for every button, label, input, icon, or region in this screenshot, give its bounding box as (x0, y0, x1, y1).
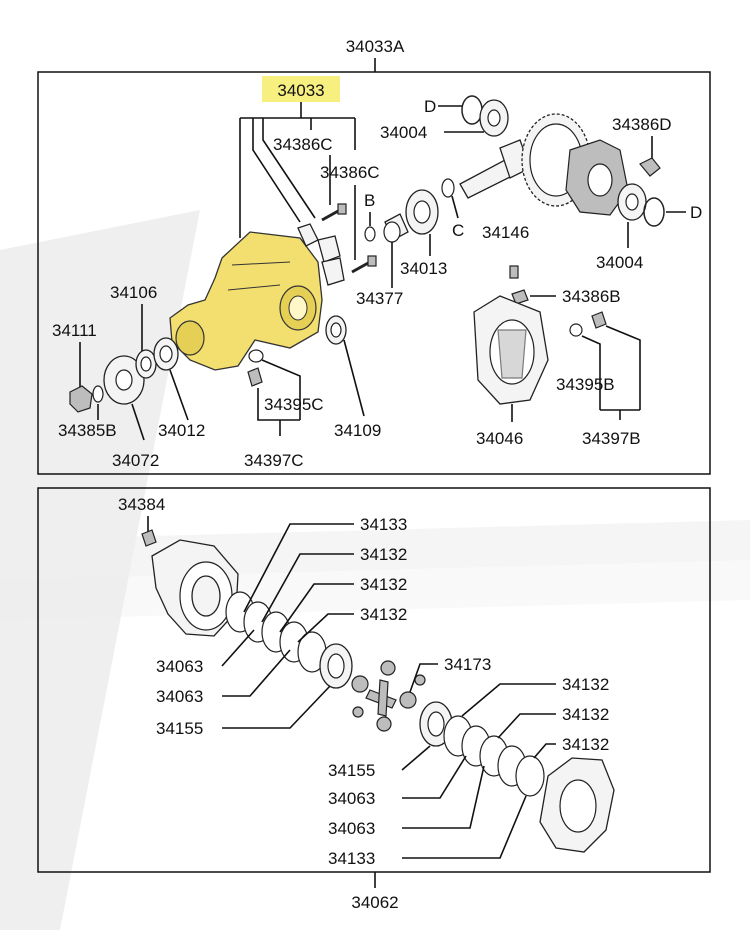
label-34146: 34146 (482, 223, 529, 242)
pinion-spider-34173 (351, 660, 426, 732)
label-34072: 34072 (112, 451, 159, 470)
breather-34146 (509, 265, 519, 279)
label-34063-b: 34063 (156, 687, 203, 706)
label-34155-a: 34155 (156, 719, 203, 738)
bolt-34386c-lower (351, 255, 377, 274)
oil-seal-34106 (135, 349, 157, 379)
assembly-bottom-label: 34062 (351, 893, 398, 912)
oil-seal-34109 (325, 315, 347, 345)
bolt-34386d (639, 157, 661, 177)
washer-c (441, 178, 455, 198)
label-34132-b: 34132 (360, 575, 407, 594)
spacer-34377 (383, 213, 409, 243)
label-34377: 34377 (356, 289, 403, 308)
label-34063-a: 34063 (156, 657, 203, 676)
assembly-top-label: 34033A (346, 37, 405, 56)
clutch-stack-upper (225, 591, 327, 673)
label-34012: 34012 (158, 421, 205, 440)
label-34013: 34013 (400, 259, 447, 278)
washer-34395c (248, 349, 264, 363)
mount-bracket-2 (317, 235, 341, 263)
label-34106: 34106 (110, 283, 157, 302)
plug-34397c (247, 367, 263, 387)
label-34109: 34109 (334, 421, 381, 440)
label-34133-lower: 34133 (328, 849, 375, 868)
highlight-label: 34033 (277, 81, 324, 100)
label-34173: 34173 (444, 655, 491, 674)
rear-cover-34046 (473, 295, 549, 405)
bottom-panel: 34062 34384 (37, 487, 711, 912)
washer-34385b (92, 385, 104, 403)
label-34132-f: 34132 (562, 735, 609, 754)
nut-34111 (69, 385, 93, 413)
clutch-stack-lower (443, 715, 545, 797)
label-34386c-1: 34386C (273, 135, 333, 154)
bolt-34386c-upper (321, 203, 347, 222)
top-panel: 34033A 34033 34386C 34386C (37, 37, 711, 475)
top-panel-frame (37, 71, 711, 475)
label-34386b: 34386B (562, 287, 621, 306)
bolt-34384 (141, 529, 157, 547)
label-d-2: D (690, 203, 702, 222)
label-34386c-2: 34386C (320, 163, 380, 182)
label-34397c: 34397C (244, 451, 304, 470)
pressure-ring-34155-lower (419, 701, 453, 747)
label-34132-d: 34132 (562, 675, 609, 694)
washer-b (364, 226, 376, 242)
label-34385b: 34385B (58, 421, 117, 440)
label-34132-c: 34132 (360, 605, 407, 624)
diff-case-right (539, 757, 615, 853)
bearing-34013 (405, 189, 439, 235)
label-34004-upper: 34004 (380, 123, 427, 142)
label-34132-e: 34132 (562, 705, 609, 724)
label-34386d: 34386D (612, 115, 672, 134)
bearing-34004-upper (479, 99, 509, 137)
label-34046: 34046 (476, 429, 523, 448)
highlight-box (262, 76, 340, 102)
label-34063-d: 34063 (328, 819, 375, 838)
washer-34395b (569, 323, 583, 337)
snap-ring-d-1 (461, 95, 483, 125)
label-34111: 34111 (52, 321, 97, 340)
differential-carrier-housing (169, 231, 323, 371)
label-34132-a: 34132 (360, 545, 407, 564)
bolt-34386b (511, 289, 529, 305)
ring-gear-and-case (521, 113, 629, 216)
label-b: B (364, 191, 375, 210)
bearing-34012 (153, 337, 179, 371)
mount-bracket-3 (321, 257, 345, 286)
label-d-1: D (424, 97, 436, 116)
diff-case-left (151, 539, 239, 637)
label-34397b: 34397B (582, 429, 641, 448)
label-34004-lower: 34004 (596, 253, 643, 272)
label-34395b: 34395B (556, 375, 615, 394)
snap-ring-d-2 (643, 197, 665, 227)
pressure-ring-34155-upper (319, 643, 353, 689)
label-34155-b: 34155 (328, 761, 375, 780)
bottom-panel-frame (37, 487, 711, 873)
label-34384: 34384 (118, 495, 165, 514)
label-34395c: 34395C (264, 395, 324, 414)
label-c: C (452, 221, 464, 240)
companion-flange-34072 (103, 355, 145, 405)
label-34133-upper: 34133 (360, 515, 407, 534)
drive-pinion-gear (459, 139, 531, 199)
label-34063-c: 34063 (328, 789, 375, 808)
plug-34397b (591, 311, 607, 329)
bearing-34004-lower (617, 183, 647, 221)
